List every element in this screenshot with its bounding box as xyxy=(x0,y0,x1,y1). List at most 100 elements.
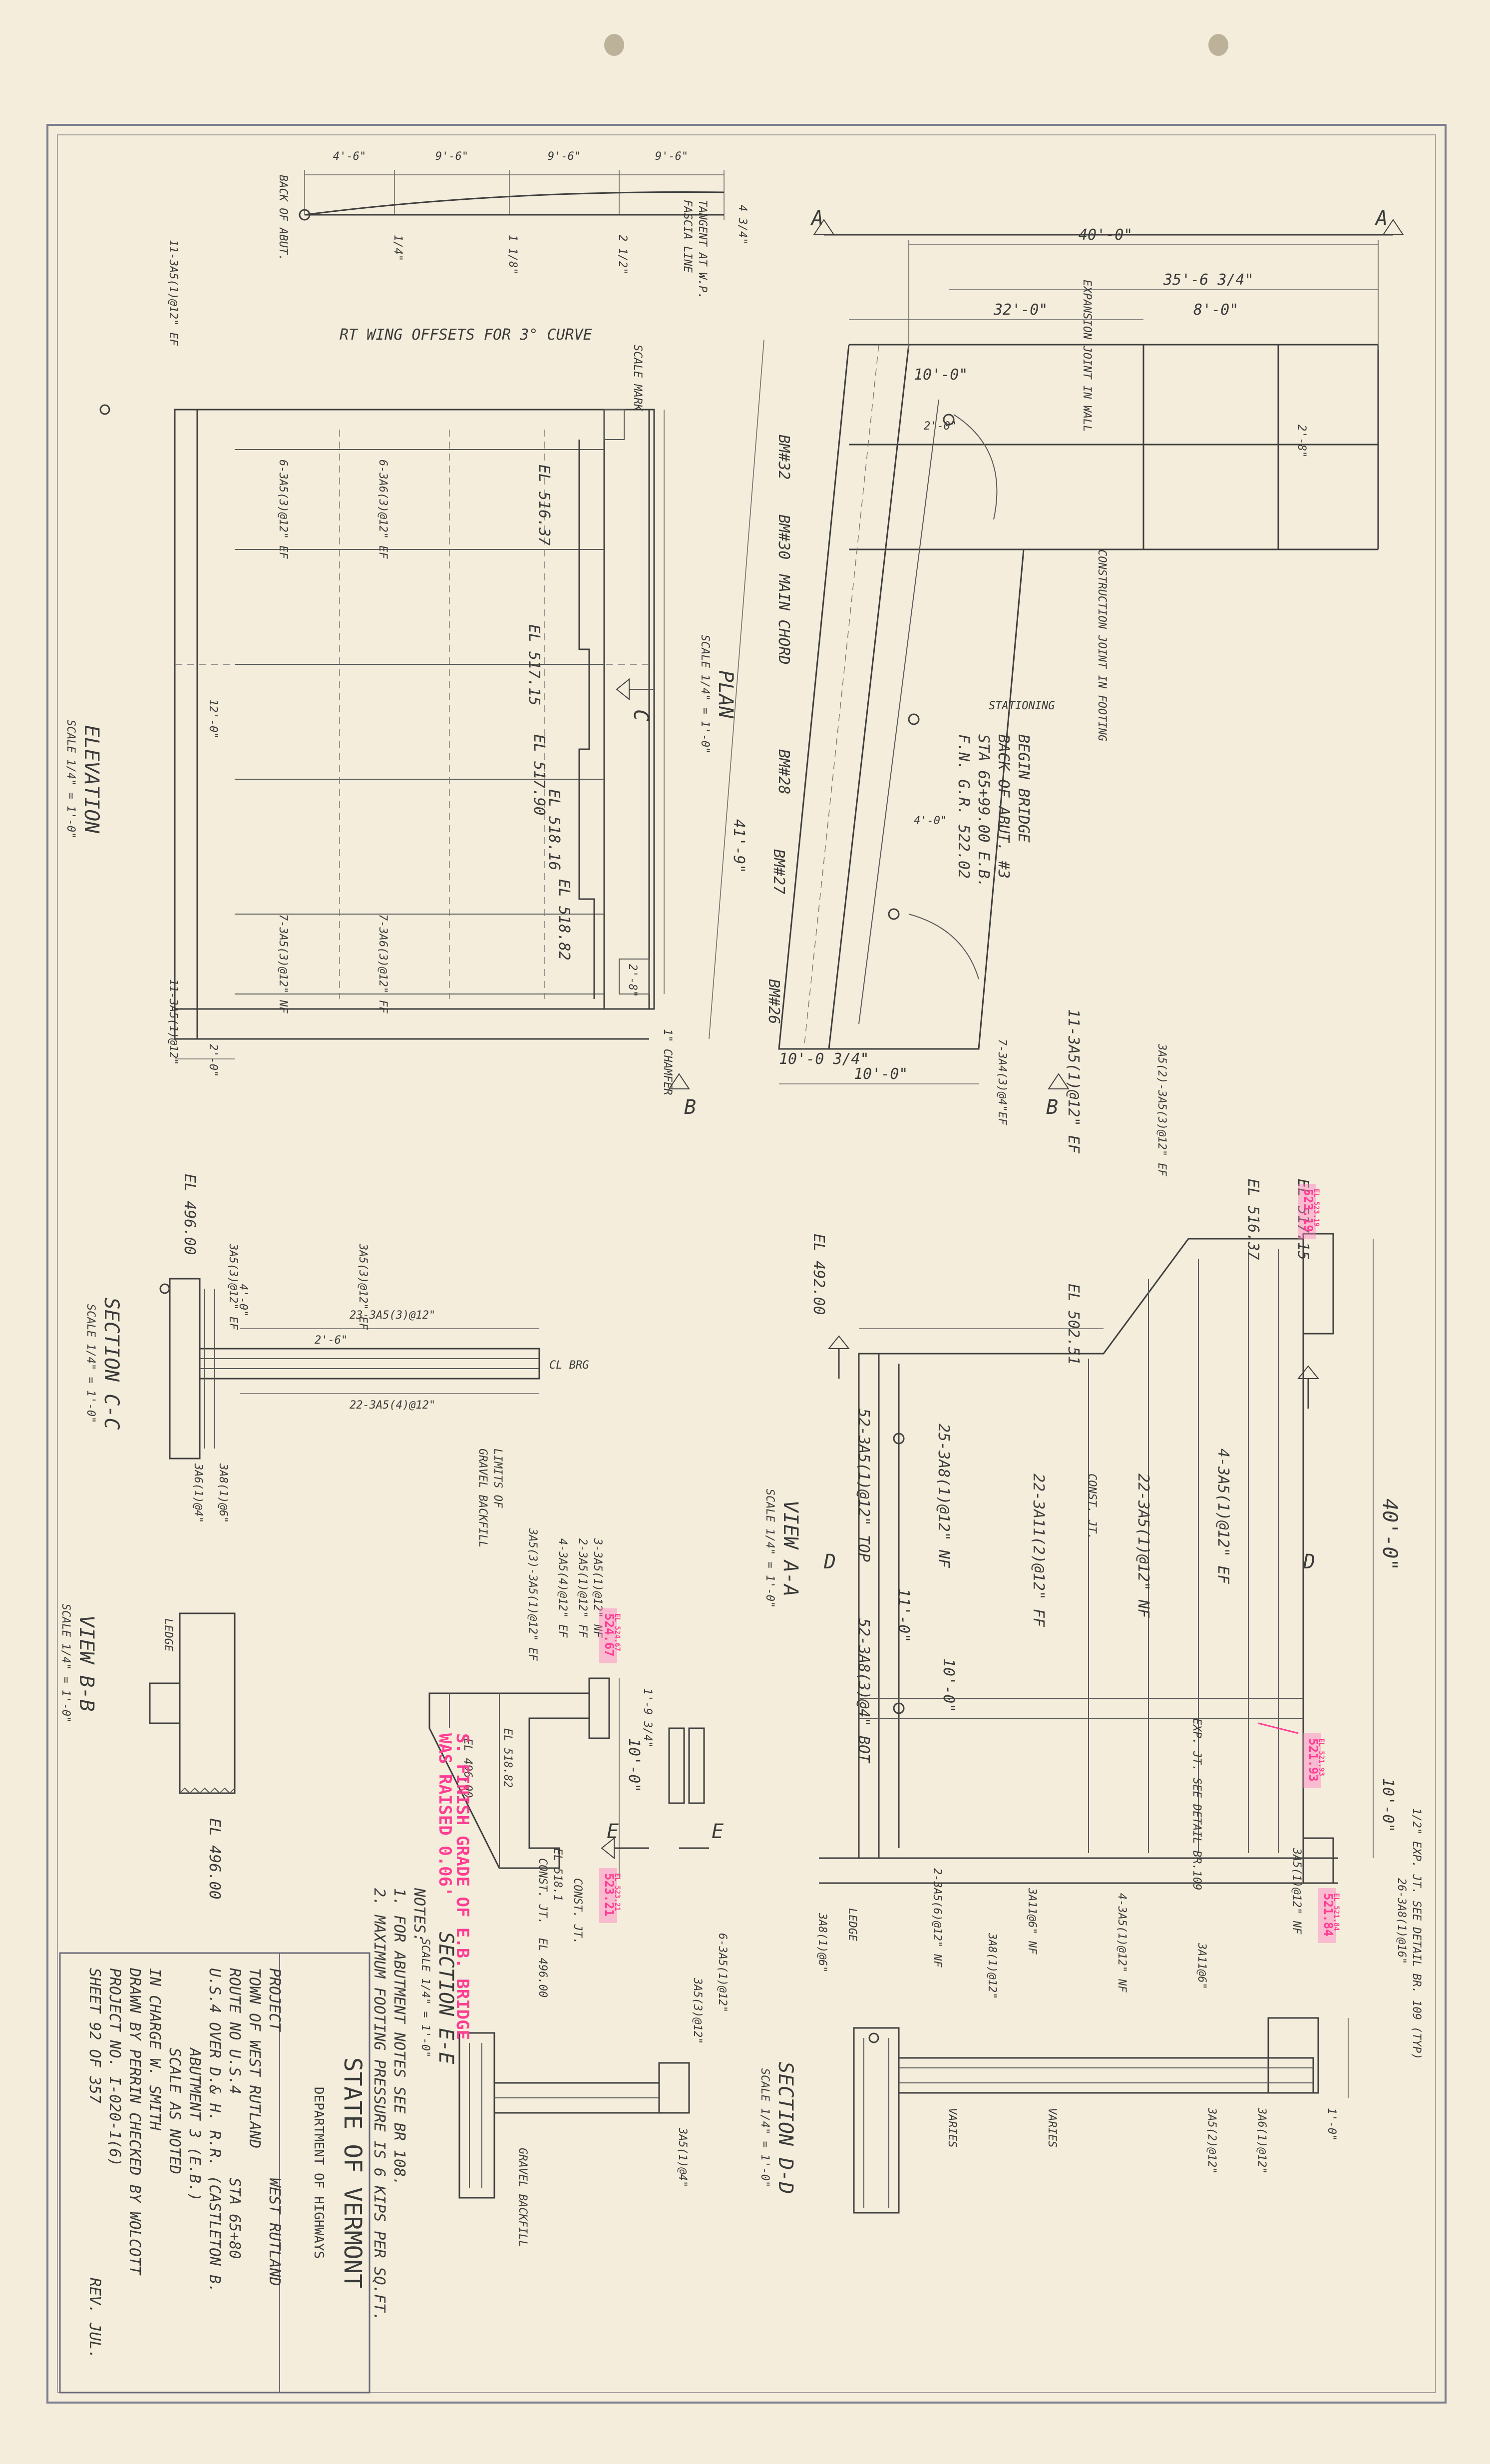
view-aa-dim-1: 40'-0" xyxy=(1378,1498,1401,1571)
hl-sub-3: EL 523.21 xyxy=(613,1873,621,1911)
section-cc-label-gravel: GRAVEL BACKFILL xyxy=(476,1449,489,1548)
section-mark-e-right: E xyxy=(712,1820,724,1843)
section-cc-label-2: 22-3A5(4)@12" xyxy=(350,1399,435,1412)
plan-label-bars: 7-3A4(3)@4"EF xyxy=(996,1039,1008,1125)
section-ee-bar-2: 3A5(3)@12" xyxy=(691,1977,704,2044)
wing-dim-2: 9'-6" xyxy=(435,150,468,163)
section-dd-dim: 1'-0" xyxy=(1325,2108,1338,2141)
plan-section-a-left: A xyxy=(810,207,823,230)
elevation-label-5: 11-3A5(1)@12" EF xyxy=(167,240,179,346)
hl-value-2: 524.67 xyxy=(602,1613,616,1657)
section-cc-label-4: 3A5(3)@12" EF xyxy=(357,1243,369,1330)
view-aa-bar-5: 52-3A5(1)@12" TOP xyxy=(855,1409,872,1562)
elevation-label-9: 1" CHAMFER xyxy=(661,1029,674,1095)
view-aa-bar-8: 3A11@6" NF xyxy=(1026,1888,1038,1955)
plan-section-a-right: A xyxy=(1374,207,1388,230)
title-block-route: ROUTE NO U.S.4 xyxy=(226,1968,243,2094)
section-cc-label-1: 23-3A5(3)@12" xyxy=(350,1309,435,1322)
plan-title: PLAN xyxy=(714,670,737,719)
elevation-highlight-1: 523.19 EL 523.19 xyxy=(1298,1184,1320,1239)
title-block-station: STA 65+80 xyxy=(226,2178,243,2259)
section-ee-title: SECTION E-E xyxy=(434,1932,457,2064)
elevation-label-4: 7-3A6(3)@12" FF xyxy=(376,914,389,1013)
wing-offset-4: 4 3/4" xyxy=(736,205,748,244)
view-aa-dim-4: 10'-0" xyxy=(940,1658,957,1712)
title-block-rev: REV. JUL. xyxy=(86,2278,103,2359)
view-aa xyxy=(819,1233,1374,1884)
wing-dim-3: 9'-6" xyxy=(548,150,581,163)
plan-dim-3: 32'-0" xyxy=(993,301,1048,319)
title-block-department: DEPARTMENT OF HIGHWAYS xyxy=(311,2087,326,2259)
section-cc-label-3: 3A5(3)@12" EF xyxy=(227,1243,239,1330)
wing-section-bar-3: 3-3A5(1)@12" NF xyxy=(591,1538,604,1638)
finish-grade-line-2: WAS RAISED 0.06' xyxy=(435,1733,455,1897)
section-ee-gravel: GRAVEL BACKFILL xyxy=(516,2148,529,2247)
elevation-label-3: 7-3A5(3)@12" NF xyxy=(277,914,289,1013)
wing-label-back-abut: BACK OF ABUT. xyxy=(277,175,289,261)
wing-offsets-title: RT WING OFFSETS FOR 3° CURVE xyxy=(340,326,592,344)
section-cc-title: SECTION C-C xyxy=(100,1298,123,1430)
view-aa-bar-1: 22-3A11(2)@12" FF xyxy=(1030,1474,1047,1627)
plan-label-construction-joint: CONSTRUCTION JOINT IN FOOTING xyxy=(1096,549,1108,741)
section-dd-bar-4: 3A5(2)@12" xyxy=(1205,2107,1218,2174)
view-aa-bar-2: 22-3A5(1)@12" NF xyxy=(1134,1474,1152,1618)
elevation-highlight-4: 521.93 EL 521.93 xyxy=(1258,1722,1325,1788)
elevation-label-7: 2'-0" xyxy=(207,1044,219,1077)
title-block-state: STATE OF VERMONT xyxy=(339,2057,367,2288)
plan-dim-4: 8'-0" xyxy=(1193,301,1238,319)
section-cc-label-4ft: 4'-0" xyxy=(237,1284,249,1317)
section-dd-varies-2: VARIES xyxy=(1046,2108,1058,2147)
plan-section-b-right: B xyxy=(1046,1096,1058,1119)
wing-section-bar-4: 3A5(3)-3A5(1)@12" EF xyxy=(526,1528,539,1661)
elevation-el-2: EL 517.15 xyxy=(525,624,543,706)
view-aa-bar-12: 26-3A8(1)@16" xyxy=(1395,1878,1408,1964)
section-ee-el-1: EL 518.1 xyxy=(551,1848,564,1901)
wing-section-dim-2: 1'-9 3/4" xyxy=(641,1688,654,1748)
section-ee-el-2: EL 496.00 xyxy=(536,1938,549,1997)
plan-label-fngr: F.N. G.R. 522.02 xyxy=(955,734,972,879)
plan-dim-1: 40'-0" xyxy=(1079,226,1132,244)
plan-dim-9: 4'-0" xyxy=(914,815,947,827)
elevation-label-8: 12'-0" xyxy=(207,699,219,739)
view-aa-bar-9: 4-3A5(1)@12" NF xyxy=(1116,1893,1128,1992)
title-block-project-label: PROJECT xyxy=(266,1968,283,2032)
plan-dim-5: 10'-0" xyxy=(914,366,968,384)
plan-label-bm32: BM#32 xyxy=(775,435,792,480)
hl-value-3: 523.21 xyxy=(602,1873,616,1917)
section-ee-bar-3: 3A5(1)@4" xyxy=(676,2127,689,2187)
title-block-project: WEST RUTLAND xyxy=(266,2178,283,2286)
view-aa-el-4: EL 517.15 xyxy=(1294,1179,1312,1260)
section-ee-cj: CONST. JT. xyxy=(571,1878,584,1944)
punch-hole-right xyxy=(1208,34,1228,56)
view-aa-scale: SCALE 1/4" = 1'-0" xyxy=(763,1489,776,1608)
elevation-label-10: SCALE MARK xyxy=(631,345,644,412)
elevation-title: ELEVATION xyxy=(80,725,103,834)
view-aa-bar-3: 4-3A5(1)@12" EF xyxy=(1214,1449,1232,1584)
title-block-in-charge: IN CHARGE W. SMITH xyxy=(146,1968,163,2131)
title-block-scale: SCALE AS NOTED xyxy=(166,2048,183,2174)
plan-dim-8: 10'-0 3/4" xyxy=(779,1050,869,1068)
elevation-el-1: EL 516.37 xyxy=(535,465,553,546)
elevation-highlight-5: 521.84 EL 521.84 xyxy=(1318,1888,1340,1943)
section-ee-scale: SCALE 1/4" = 1'-0" xyxy=(419,1939,431,2057)
hl-value-1: 523.19 xyxy=(1301,1189,1315,1232)
view-bb-ledge: LEDGE xyxy=(162,1618,174,1652)
wing-offsets-diagram xyxy=(299,170,725,221)
view-aa-expjt-2: 1/2" EXP. JT. SEE DETAIL BR. 109 (TYP) xyxy=(1410,1808,1423,2059)
section-mark-c: C xyxy=(629,709,652,721)
view-bb-scale: SCALE 1/4" = 1'-0" xyxy=(59,1604,72,1723)
elevation-highlight-2: 524.67 EL 524.67 xyxy=(599,1608,621,1663)
section-dd-title: SECTION D-D xyxy=(774,2062,797,2194)
title-block-crossing: U.S.4 OVER D.& H. R.R. (CASTLETON B. xyxy=(206,1968,223,2293)
view-aa-el-1: EL 492.00 xyxy=(810,1234,827,1315)
wing-offset-1: 1/4" xyxy=(391,235,404,261)
elevation-el-3: EL 517.90 xyxy=(530,734,548,816)
section-dd-bar-1: 3A8(1)@12" xyxy=(986,1933,998,1999)
section-cc-label-limits: LIMITS OF xyxy=(491,1449,504,1508)
section-dd-bar-5: 3A6(1)@12" xyxy=(1255,2107,1268,2174)
plan-dim-6: 41'-9" xyxy=(730,819,747,873)
view-aa-dim-2: 10'-0" xyxy=(1379,1778,1397,1832)
plan-dim-7: 10'-0" xyxy=(854,1065,908,1083)
plan-label-stationing: STATIONING xyxy=(989,700,1055,712)
plan-label-bm26: BM#26 xyxy=(765,979,782,1024)
